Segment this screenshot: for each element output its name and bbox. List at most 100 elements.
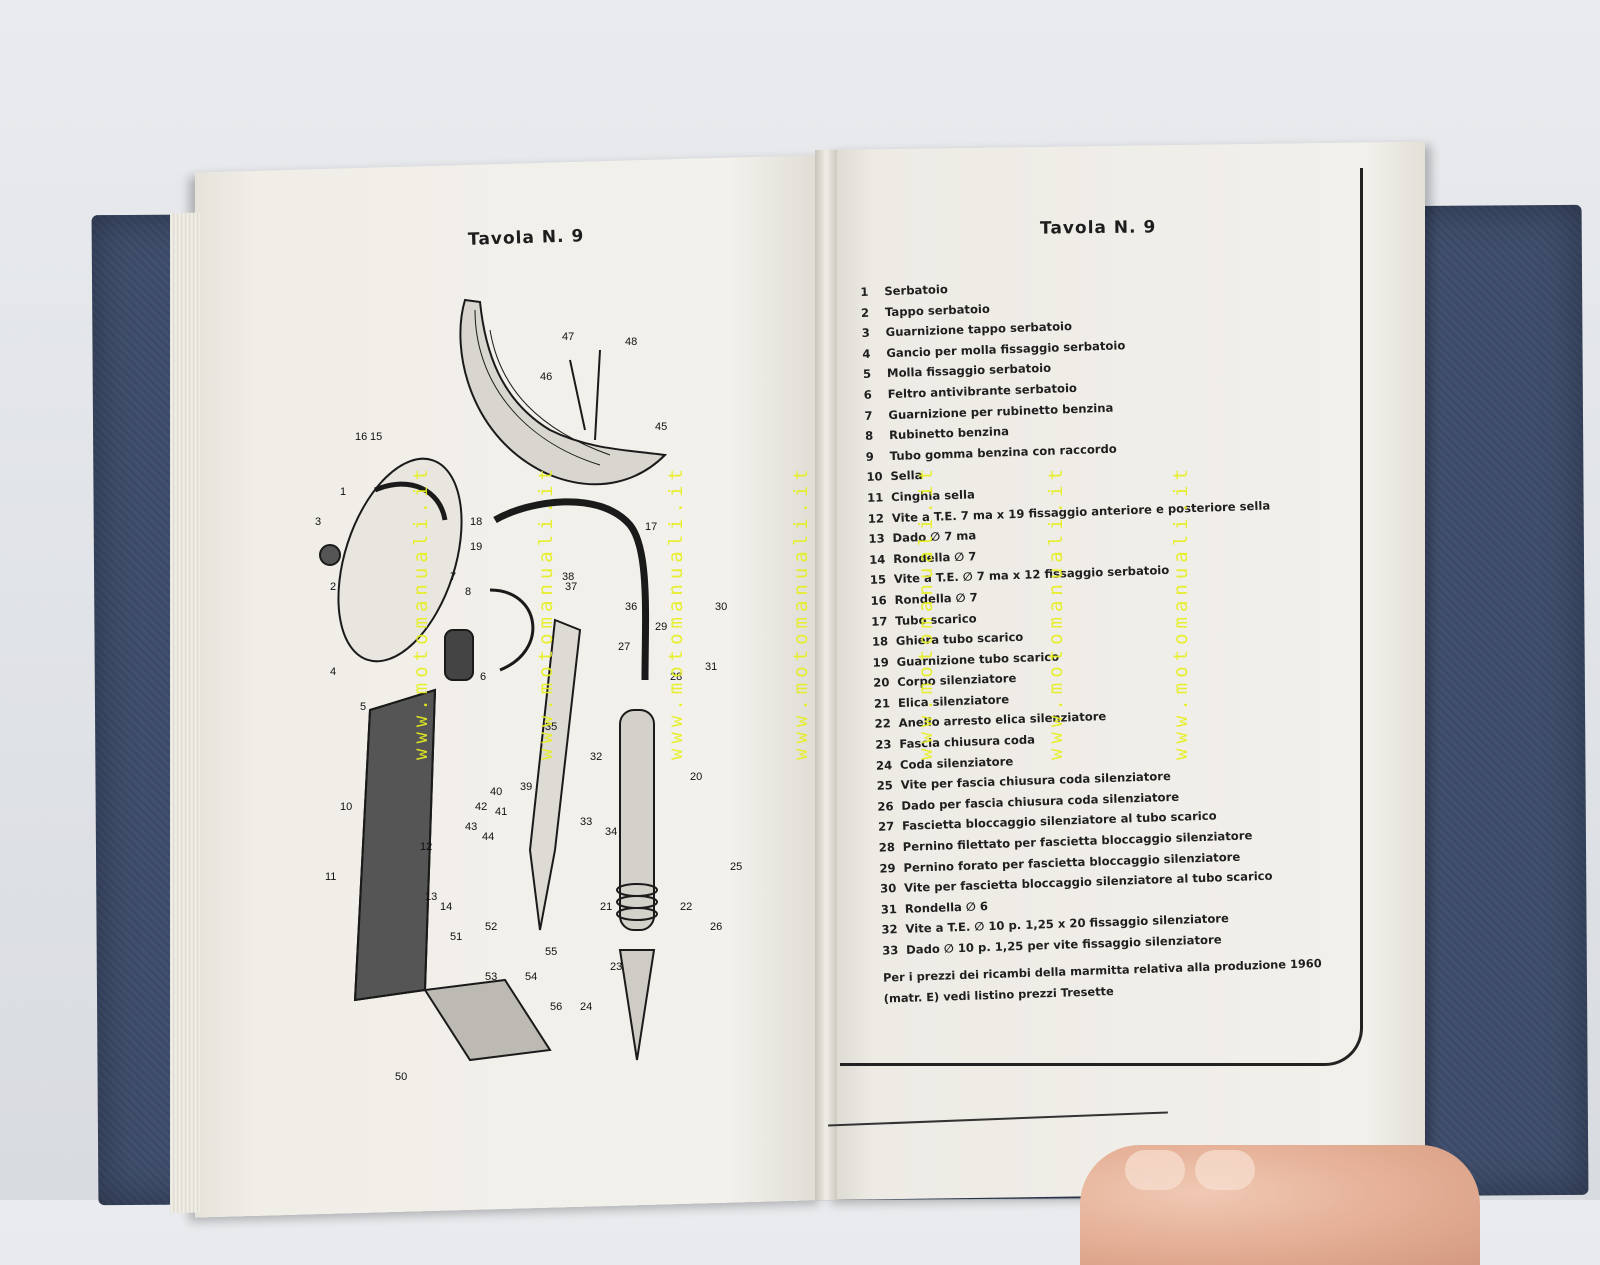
watermark-text: www.motomanuali.it [915,464,937,760]
part-number: 6 [863,387,873,402]
callout-number: 33 [580,816,592,828]
callout-number: 56 [550,1001,562,1013]
part-number: 23 [875,737,892,752]
part-number: 2 [860,305,870,320]
callout-number: 40 [490,786,502,798]
part-number: 5 [862,367,872,382]
part-number: 16 [870,593,887,608]
callout-number: 35 [545,721,557,733]
watermark-text: www.motomanuali.it [1045,464,1067,760]
callout-number: 21 [600,901,612,913]
fingernail [1125,1150,1185,1190]
callout-number: 19 [470,541,482,553]
part-number: 31 [880,901,898,917]
part-number: 10 [866,469,883,485]
callout-number: 45 [655,421,667,433]
part-description: Tappo serbatoio [884,301,991,319]
part-number: 8 [864,428,874,444]
callout-number: 41 [495,806,507,818]
part-description: Molla fissaggio serbatoio [886,361,1052,381]
callout-number: 15 [370,431,382,443]
part-number: 14 [868,552,886,567]
part-number: 11 [866,490,884,505]
callout-number: 13 [425,891,437,903]
callout-number: 11 [325,871,336,883]
callout-number: 4 [330,666,336,678]
callout-number: 14 [440,901,452,913]
callout-number: 24 [580,1001,592,1013]
callout-number: 26 [710,921,722,933]
callout-number: 53 [485,971,497,983]
part-description: Guarnizione tappo serbatoio [885,319,1073,340]
callout-number: 10 [340,801,352,813]
part-number: 19 [872,654,889,670]
callout-number: 38 [562,571,574,583]
callout-number: 18 [470,516,482,528]
footrest-drawing [423,978,552,1062]
part-number: 22 [874,716,892,732]
callout-number: 55 [545,946,557,958]
callout-number: 31 [705,661,717,673]
callout-number: 34 [605,826,617,838]
page-frame-line [840,168,1363,1066]
callout-number: 48 [625,336,637,348]
part-number: 20 [873,675,890,691]
part-number: 4 [862,346,871,361]
callout-number: 32 [590,751,602,763]
left-page-title: Tavola N. 9 [467,226,585,250]
callout-number: 54 [525,971,537,983]
part-number: 30 [879,881,897,896]
seat-drawing [459,298,668,486]
callout-number: 12 [420,841,432,853]
callout-number: 8 [465,586,471,598]
callout-number: 50 [395,1071,407,1083]
watermark-text: www.motomanuali.it [410,464,432,760]
bracket-drawing [528,618,582,931]
callout-number: 43 [465,821,477,833]
callout-number: 3 [315,516,321,528]
callout-number: 28 [670,671,682,683]
callout-number: 42 [475,801,487,813]
part-description: Tubo gomma benzina con raccordo [889,441,1117,463]
callout-number: 36 [625,601,637,613]
part-number: 15 [869,572,887,588]
watermark-text: www.motomanuali.it [1170,464,1192,760]
part-number: 21 [873,696,891,711]
part-number: 9 [865,449,875,464]
watermark-text: www.motomanuali.it [790,464,812,760]
part-number: 28 [878,840,896,855]
callout-number: 52 [485,921,497,933]
part-number: 12 [867,510,885,526]
book-spine [815,150,837,1200]
part-description: Serbatoio [884,282,949,299]
exhaust-pipe-drawing [493,498,650,681]
part-number: 33 [881,943,899,958]
part-number: 25 [876,778,894,793]
fuel-tank-drawing [337,457,463,663]
callout-number: 20 [690,771,702,783]
callout-number: 29 [655,621,667,633]
callout-number: 25 [730,861,742,873]
callout-number: 37 [565,581,577,593]
callout-number: 23 [610,961,622,973]
callout-number: 7 [450,571,456,583]
part-number: 29 [879,860,896,876]
right-page-title: Tavola N. 9 [1039,217,1157,239]
part-number: 3 [861,325,871,341]
part-description: Rubinetto benzina [888,424,1010,443]
part-number: 17 [871,613,888,629]
part-number: 27 [877,819,895,835]
callout-number: 2 [330,581,336,593]
part-number: 18 [871,634,889,649]
part-description: Guarnizione per rubinetto benzina [888,400,1114,422]
part-number: 7 [864,408,873,423]
part-description: Feltro antivibrante serbatoio [887,380,1078,402]
part-description: Rondella ∅ 6 [904,898,989,916]
part-number: 32 [881,922,898,938]
callout-number: 47 [562,331,574,343]
callout-number: 6 [480,671,486,683]
callout-number: 5 [360,701,366,713]
callout-number: 30 [715,601,727,613]
part-number: 24 [875,757,893,773]
